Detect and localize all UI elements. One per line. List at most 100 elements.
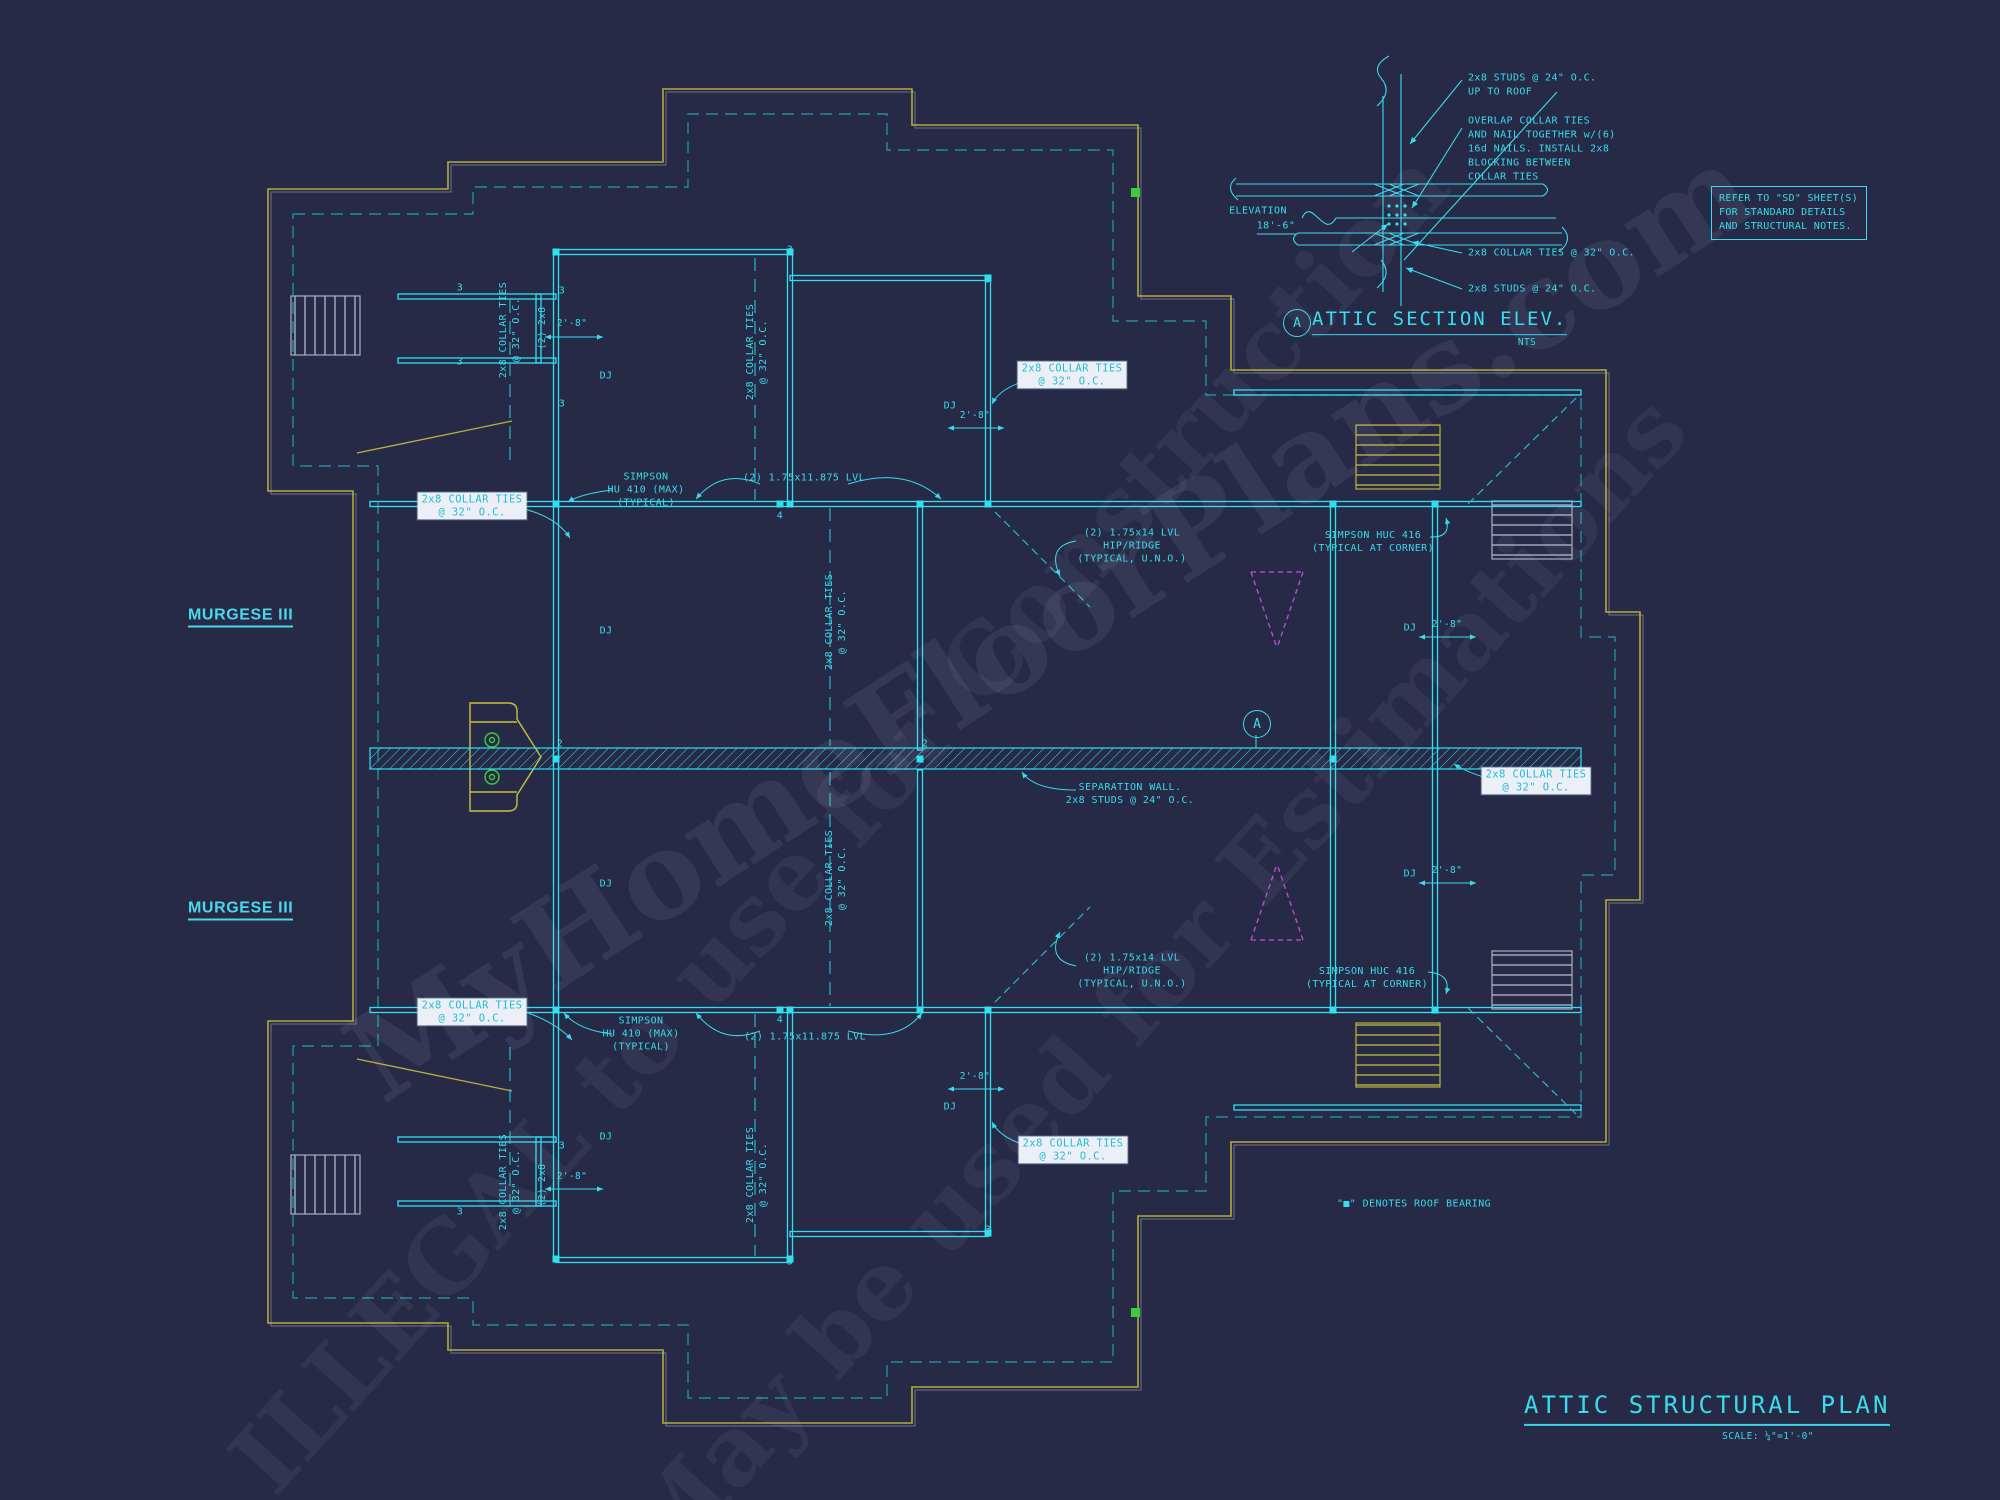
simpson-huc416-label-top: SIMPSON HUC 416 (TYPICAL AT CORNER) bbox=[1312, 529, 1434, 555]
hip-ridge-label-top: (2) 1.75x14 LVL HIP/RIDGE (TYPICAL, U.N.… bbox=[1077, 527, 1186, 566]
collar-v-line1: 2x8 COLLAR TIES bbox=[824, 829, 835, 927]
count-3: 3 bbox=[786, 1256, 794, 1268]
collar-ties-highlight: 2x8 COLLAR TIES@ 32" O.C. bbox=[417, 492, 527, 520]
dim-2-8: 2'-8" bbox=[1431, 864, 1463, 876]
hip-ridge-label-bottom: (2) 1.75x14 LVL HIP/RIDGE (TYPICAL, U.N.… bbox=[1077, 952, 1186, 991]
count-2: 2 bbox=[556, 738, 564, 750]
hip-line2: HIP/RIDGE bbox=[1103, 540, 1161, 552]
note-overlap-line1: OVERLAP COLLAR TIES bbox=[1468, 115, 1590, 127]
vent-louver-boxes bbox=[290, 295, 1573, 1215]
attic-section-detail-linework bbox=[1229, 55, 1569, 306]
hip-line2: HIP/RIDGE bbox=[1103, 965, 1161, 977]
huc-line1: SIMPSON HUC 416 bbox=[1318, 966, 1416, 977]
simpson-line3: (TYPICAL) bbox=[612, 1041, 670, 1053]
nail-dots bbox=[1387, 204, 1407, 226]
collar-ties-highlight: 2x8 COLLAR TIES@ 32" O.C. bbox=[417, 998, 527, 1026]
count-4: 4 bbox=[776, 1014, 784, 1026]
huc-line2: (TYPICAL AT CORNER) bbox=[1306, 979, 1428, 990]
collar-hl-line1: 2x8 COLLAR TIES bbox=[1022, 1137, 1124, 1150]
project-name-lower: MURGESE III bbox=[188, 900, 294, 921]
collar-v-line1: 2x8 COLLAR TIES bbox=[498, 281, 509, 379]
count-3: 3 bbox=[786, 244, 794, 256]
roof-bearing-legend-note: "■" DENOTES ROOF BEARING bbox=[1336, 1198, 1492, 1210]
dj-label: DJ bbox=[599, 370, 613, 382]
note-overlap-line5: COLLAR TIES bbox=[1468, 171, 1539, 183]
sd-reference-note-box: REFER TO "SD" SHEET(S) FOR STANDARD DETA… bbox=[1711, 186, 1867, 240]
count-3: 3 bbox=[456, 356, 464, 368]
separation-wall-label: SEPARATION WALL. 2x8 STUDS @ 24" O.C. bbox=[1066, 781, 1194, 807]
sd-ref-line2: FOR STANDARD DETAILS bbox=[1719, 207, 1846, 218]
collar-v-line1: 2x8 COLLAR TIES bbox=[745, 1126, 756, 1224]
hip-ridge-diagonals bbox=[994, 397, 1577, 1115]
simpson-huc416-label-bottom: SIMPSON HUC 416 (TYPICAL AT CORNER) bbox=[1306, 965, 1428, 991]
collar-hl-line2: @ 32" O.C. bbox=[438, 506, 506, 518]
collar-hl-line1: 2x8 COLLAR TIES bbox=[1485, 768, 1587, 781]
collar-ties-highlight: 2x8 COLLAR TIES@ 32" O.C. bbox=[1017, 361, 1127, 389]
collar-hl-line1: 2x8 COLLAR TIES bbox=[421, 493, 523, 506]
plan-scale: SCALE: ¼"=1'-0" bbox=[1722, 1430, 1814, 1442]
dim-2-8: 2'-8" bbox=[959, 1070, 991, 1082]
dj-label: DJ bbox=[599, 625, 613, 637]
count-3: 3 bbox=[984, 274, 992, 286]
simpson-hu410-label-bottom: SIMPSON HU 410 (MAX) (TYPICAL) bbox=[602, 1015, 679, 1054]
collar-hl-line1: 2x8 COLLAR TIES bbox=[421, 999, 523, 1012]
sep-wall-line1: SEPARATION WALL. bbox=[1078, 782, 1182, 793]
collar-v-line2: @ 32" O.C. bbox=[511, 297, 522, 363]
hip-line3: (TYPICAL, U.N.O.) bbox=[1077, 978, 1187, 990]
dim-2-8: 2'-8" bbox=[1431, 618, 1463, 630]
dim-2-8: 2'-8" bbox=[959, 409, 991, 421]
collar-v-line1: 2x8 COLLAR TIES bbox=[745, 303, 756, 401]
count-3: 3 bbox=[558, 1140, 566, 1152]
count-3: 3 bbox=[456, 282, 464, 294]
double-2x8-label: (2) 2x8 bbox=[536, 306, 548, 350]
dj-label: DJ bbox=[599, 1131, 613, 1143]
roof-overhang-dashed bbox=[292, 113, 1616, 1399]
hip-line1: (2) 1.75x14 LVL bbox=[1083, 952, 1181, 964]
simpson-hu410-label-top: SIMPSON HU 410 (MAX) (TYPICAL) bbox=[607, 471, 684, 510]
collar-ties-vertical: 2x8 COLLAR TIES@ 32" O.C. bbox=[823, 574, 849, 670]
plan-section-marker-circle: A bbox=[1243, 710, 1271, 738]
simpson-line2: HU 410 (MAX) bbox=[602, 1028, 680, 1040]
count-3: 3 bbox=[456, 1206, 464, 1218]
roof-bearing-markers bbox=[552, 248, 1439, 1263]
note-studs-up-roof-line1: 2x8 STUDS @ 24" O.C. bbox=[1468, 72, 1597, 84]
count-3: 3 bbox=[558, 398, 566, 410]
collar-hl-line2: @ 32" O.C. bbox=[438, 1012, 506, 1024]
collar-ties-vertical: 2x8 COLLAR TIES@ 32" O.C. bbox=[744, 304, 770, 400]
collar-hl-line2: @ 32" O.C. bbox=[1038, 375, 1106, 387]
collar-hl-line2: @ 32" O.C. bbox=[1039, 1150, 1107, 1162]
double-2x8-label: (2) 2x8 bbox=[536, 1163, 548, 1207]
collar-v-line2: @ 32" O.C. bbox=[758, 319, 769, 385]
sd-ref-line1: REFER TO "SD" SHEET(S) bbox=[1719, 193, 1859, 204]
dj-label: DJ bbox=[1403, 868, 1417, 880]
dj-label: DJ bbox=[1403, 622, 1417, 634]
collar-hl-line1: 2x8 COLLAR TIES bbox=[1021, 362, 1123, 375]
collar-ties-highlight: 2x8 COLLAR TIES@ 32" O.C. bbox=[1018, 1136, 1128, 1164]
collar-ties-vertical: 2x8 COLLAR TIES@ 32" O.C. bbox=[497, 1134, 523, 1230]
section-marker-circle: A bbox=[1283, 309, 1311, 337]
simpson-line1: SIMPSON bbox=[618, 1015, 664, 1027]
hip-line1: (2) 1.75x14 LVL bbox=[1083, 527, 1181, 539]
lvl-beam-label-bottom: (2) 1.75x11.875 LVL bbox=[744, 1031, 866, 1043]
collar-v-line2: @ 32" O.C. bbox=[758, 1142, 769, 1208]
section-detail-scale: NTS bbox=[1517, 336, 1537, 348]
count-3: 3 bbox=[558, 285, 566, 297]
dj-label: DJ bbox=[943, 1101, 957, 1113]
simpson-line1: SIMPSON bbox=[623, 471, 669, 483]
hip-line3: (TYPICAL, U.N.O.) bbox=[1077, 553, 1187, 565]
green-markers bbox=[1131, 188, 1140, 1317]
collar-ties-vertical: 2x8 COLLAR TIES@ 32" O.C. bbox=[823, 830, 849, 926]
count-2: 2 bbox=[921, 738, 929, 750]
sep-wall-line2: 2x8 STUDS @ 24" O.C. bbox=[1065, 795, 1195, 806]
roof-valley-diagonals bbox=[356, 420, 513, 1092]
dj-label: DJ bbox=[943, 400, 957, 412]
note-collar-ties: 2x8 COLLAR TIES @ 32" O.C. bbox=[1468, 247, 1635, 259]
fireplace-fixture bbox=[469, 702, 542, 812]
note-studs: 2x8 STUDS @ 24" O.C. bbox=[1468, 283, 1597, 295]
collar-v-line2: @ 32" O.C. bbox=[511, 1149, 522, 1215]
elevation-label: ELEVATION bbox=[1229, 205, 1287, 217]
collar-hl-line2: @ 32" O.C. bbox=[1502, 781, 1570, 793]
count-4: 4 bbox=[776, 510, 784, 522]
